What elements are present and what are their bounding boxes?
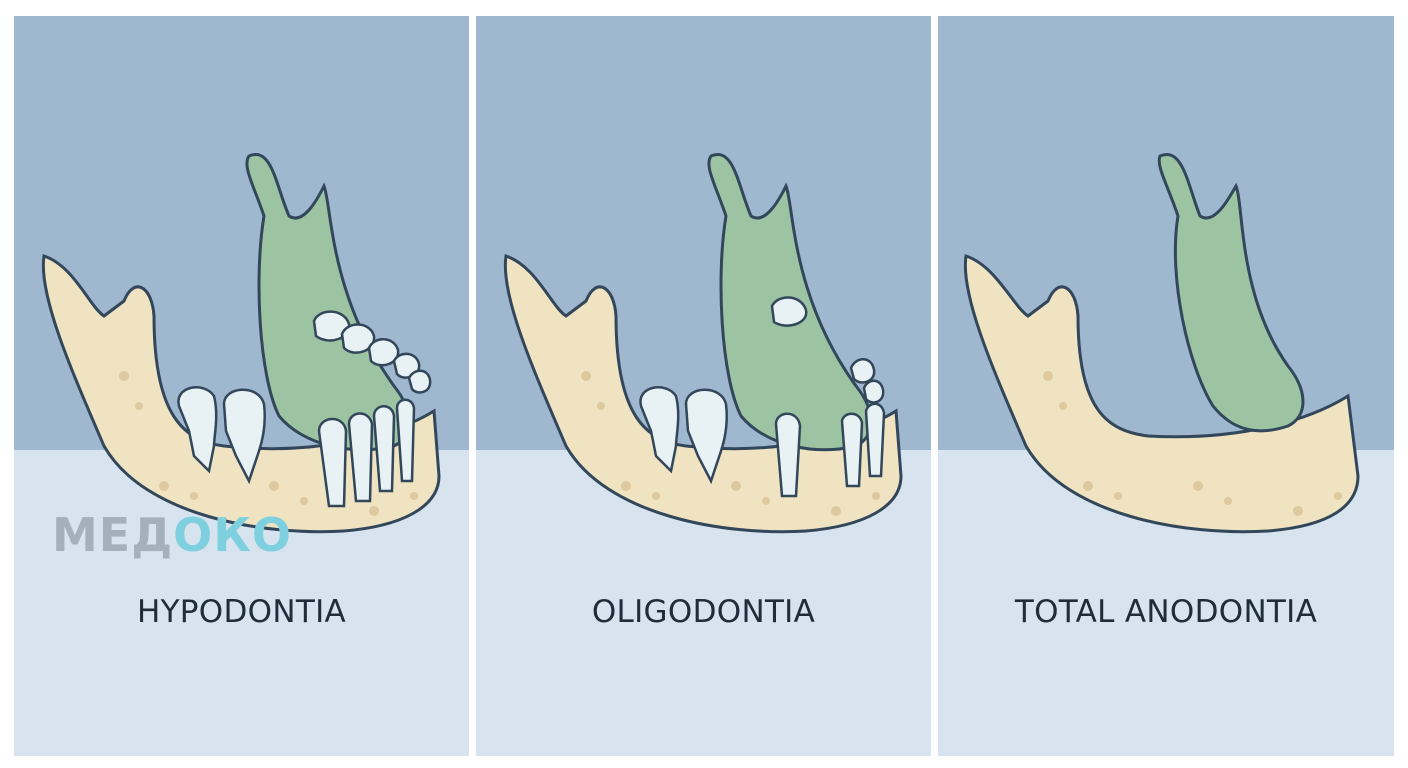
panel-hypodontia: HYPODONTIA bbox=[14, 16, 469, 756]
panel-total-anodontia: TOTAL ANODONTIA bbox=[938, 16, 1394, 756]
mandible-bone bbox=[963, 254, 1360, 534]
panel-oligodontia: OLIGODONTIA bbox=[476, 16, 931, 756]
panel-label: OLIGODONTIA bbox=[591, 594, 816, 630]
jaw-illustration bbox=[503, 152, 903, 534]
jaw-illustration bbox=[41, 152, 441, 534]
watermark-logo: МЕДОКО bbox=[52, 508, 292, 562]
jaw-illustration bbox=[963, 152, 1360, 534]
teeth-group bbox=[177, 310, 432, 508]
teeth-group bbox=[639, 296, 886, 498]
watermark-part1: МЕД bbox=[52, 508, 174, 562]
panel-label: TOTAL ANODONTIA bbox=[1014, 594, 1318, 630]
bone-texture bbox=[1043, 371, 1342, 516]
bone-texture bbox=[119, 371, 418, 516]
ramus-inner bbox=[1157, 152, 1305, 433]
watermark-part2: ОКО bbox=[173, 508, 292, 562]
bone-texture bbox=[581, 371, 880, 516]
panel-label: HYPODONTIA bbox=[136, 594, 347, 630]
